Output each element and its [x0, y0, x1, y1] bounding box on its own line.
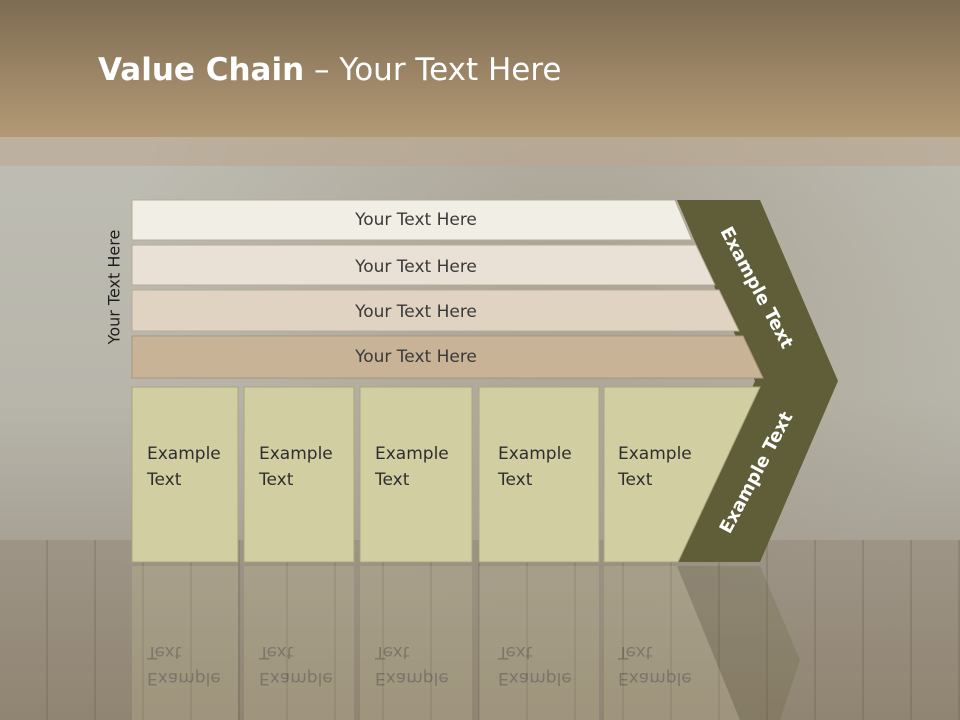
slide-title: Value Chain – Your Text Here: [98, 52, 561, 88]
activity-box-5-line2: Text: [617, 470, 653, 490]
activity-box-4-line2: Text: [497, 470, 533, 490]
reflection-line2-3: Text: [374, 642, 410, 662]
bar-1-label: Your Text Here: [354, 210, 477, 230]
bar-4-shape: [131, 335, 764, 379]
reflection-line1-3: Example: [375, 668, 449, 688]
activity-box-4-line1: Example: [498, 444, 572, 464]
bar-2[interactable]: Your Text Here: [131, 244, 716, 286]
wood-floor-background: [0, 540, 960, 720]
reflection-box-1: [132, 566, 238, 720]
diagram-reflection: Text Text Text Text Text Example Example…: [132, 566, 800, 720]
reflection-line2-5: Text: [617, 642, 653, 662]
reflection-line2-1: Text: [146, 642, 182, 662]
activity-box-3-line2: Text: [374, 470, 410, 490]
reflection-chevron: [677, 566, 800, 720]
activity-box-2[interactable]: Example Text: [243, 386, 355, 563]
reflection-line1-1: Example: [147, 668, 221, 688]
reflection-box-2: [244, 566, 354, 720]
title-rest: – Your Text Here: [304, 52, 562, 88]
activity-box-2-shape: [243, 386, 355, 563]
activity-box-1[interactable]: Example Text: [131, 386, 239, 563]
activity-box-3-shape: [359, 386, 473, 563]
activity-box-4[interactable]: Example Text: [478, 386, 600, 563]
reflection-line1-2: Example: [259, 668, 333, 688]
activity-box-5[interactable]: Example Text: [603, 386, 761, 563]
reflection-box-3: [360, 566, 472, 720]
activity-box-5-shape: [603, 386, 761, 563]
header-strip: [0, 137, 960, 166]
bar-3-shape: [131, 289, 740, 332]
activity-box-1-shape: [131, 386, 239, 563]
bar-1-shape: [131, 199, 693, 241]
reflection-box-5: [604, 566, 740, 720]
header-band: [0, 0, 960, 137]
bar-3[interactable]: Your Text Here: [131, 289, 740, 332]
bar-2-label: Your Text Here: [354, 257, 477, 277]
reflection-line1-4: Example: [498, 668, 572, 688]
bar-1[interactable]: Your Text Here: [131, 199, 693, 241]
activity-box-2-line2: Text: [258, 470, 294, 490]
reflection-box-4: [479, 566, 599, 720]
reflection-line1-5: Example: [618, 668, 692, 688]
reflection-line2-4: Text: [497, 642, 533, 662]
reflection-line2-2: Text: [258, 642, 294, 662]
bar-2-shape: [131, 244, 716, 286]
activity-box-5-line1: Example: [618, 444, 692, 464]
bar-4[interactable]: Your Text Here: [131, 335, 764, 379]
bar-3-label: Your Text Here: [354, 302, 477, 322]
activity-box-3[interactable]: Example Text: [359, 386, 473, 563]
activity-box-4-shape: [478, 386, 600, 563]
title-bold: Value Chain: [98, 52, 305, 88]
activity-box-2-line1: Example: [259, 444, 333, 464]
bar-4-label: Your Text Here: [354, 347, 477, 367]
activity-box-1-line2: Text: [146, 470, 182, 490]
activity-box-1-line1: Example: [147, 444, 221, 464]
activity-box-3-line1: Example: [375, 444, 449, 464]
